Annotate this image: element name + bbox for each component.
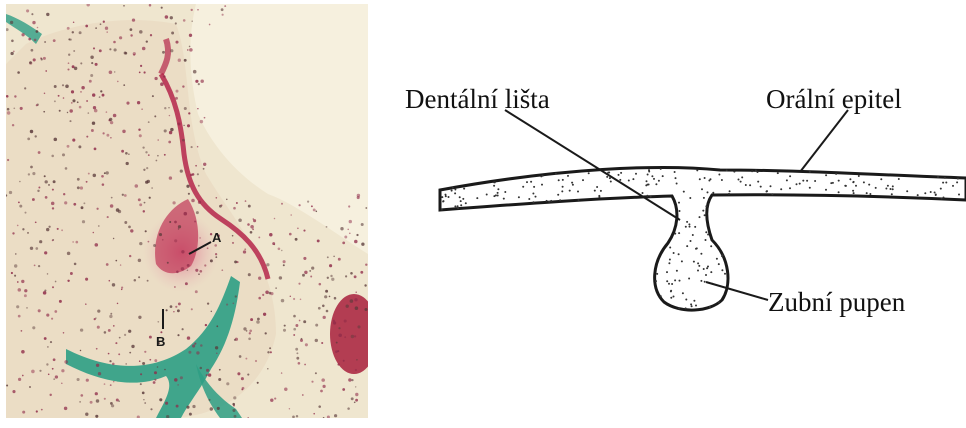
- label-dental-lamina: Dentální lišta: [405, 86, 550, 113]
- tooth-bud-diagram: [380, 0, 966, 423]
- micrograph-image: [6, 4, 368, 418]
- label-a: A: [212, 230, 221, 245]
- label-tooth-bud: Zubní pupen: [768, 289, 905, 316]
- oral-epithelium-leader: [800, 110, 848, 172]
- label-b: B: [156, 334, 165, 349]
- label-oral-epithelium: Orální epitel: [766, 86, 902, 113]
- histology-micrograph: A B: [6, 4, 368, 418]
- diagram-svg: [380, 0, 966, 423]
